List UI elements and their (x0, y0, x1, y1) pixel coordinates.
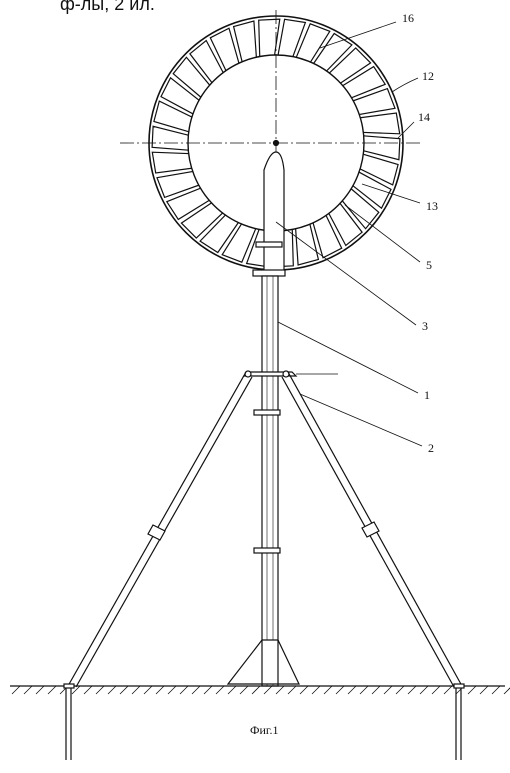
hatch-stroke (419, 685, 429, 695)
hatch-stroke (311, 685, 321, 695)
hatch-stroke (215, 685, 225, 695)
label-1: 1 (424, 388, 430, 402)
hatch-stroke (143, 685, 153, 695)
right-anchor-plate (453, 683, 465, 689)
header-text: ф-лы, 2 ил. (60, 0, 155, 14)
hatch-stroke (131, 685, 141, 695)
figure-caption: Фиг.1 (250, 723, 278, 737)
leader-5 (344, 204, 421, 263)
hub-flange (255, 241, 283, 248)
mast-clamp-2 (253, 547, 281, 554)
hatch-stroke (35, 685, 45, 695)
hatch-stroke (287, 685, 297, 695)
hatch-stroke (179, 685, 189, 695)
left-strut-joint (147, 524, 166, 541)
hatch-stroke (155, 685, 165, 695)
label-16: 16 (402, 11, 414, 25)
hatch-stroke (263, 685, 273, 695)
hatch-stroke (251, 685, 261, 695)
hatch-stroke (11, 685, 21, 695)
strut-pivot-right (282, 370, 290, 378)
hatch-stroke (431, 685, 441, 695)
rotor-blade (357, 112, 401, 135)
hatch-stroke (323, 685, 333, 695)
hub-support-post (263, 151, 285, 273)
hatch-stroke (359, 685, 369, 695)
rotor-blade (258, 18, 281, 60)
leader-2 (299, 393, 423, 447)
label-12: 12 (422, 69, 434, 83)
hatch-stroke (275, 685, 285, 695)
hatch-stroke (467, 685, 477, 695)
leader-12 (391, 77, 419, 93)
hatch-stroke (383, 685, 393, 695)
strut-pivot-left (244, 370, 252, 378)
mast-clamp-1 (253, 409, 281, 416)
hatch-stroke (503, 687, 510, 695)
left-anchor-plate (63, 683, 75, 689)
hatch-stroke (119, 685, 129, 695)
hatch-stroke (167, 685, 177, 695)
struts (67, 370, 463, 688)
label-13: 13 (426, 199, 438, 213)
hatch-stroke (227, 685, 237, 695)
hatch-stroke (407, 685, 417, 695)
hatch-stroke (335, 685, 345, 695)
hatch-stroke (299, 685, 309, 695)
leader-3 (275, 221, 417, 326)
hatch-stroke (107, 685, 117, 695)
leader-13 (361, 183, 421, 204)
hatch-stroke (47, 685, 57, 695)
rotor-blade (151, 151, 195, 174)
hatch-stroke (203, 685, 213, 695)
ground-hatching (11, 685, 510, 695)
hatch-stroke (95, 685, 105, 695)
hatch-stroke (83, 685, 93, 695)
rotor-blades (151, 18, 401, 268)
label-5: 5 (426, 258, 432, 272)
label-2: 2 (428, 441, 434, 455)
hatch-stroke (191, 685, 201, 695)
right-strut-joint (361, 521, 380, 538)
hatch-stroke (395, 685, 405, 695)
hatch-stroke (443, 685, 453, 695)
rotor (120, 10, 420, 277)
mast (226, 275, 300, 687)
hatch-stroke (23, 685, 33, 695)
ground (10, 683, 510, 760)
hatch-stroke (71, 685, 81, 695)
hatch-stroke (371, 685, 381, 695)
mast-base-gusset (226, 639, 300, 685)
hatch-stroke (479, 685, 489, 695)
label-14: 14 (418, 110, 430, 124)
leader-lines (275, 21, 423, 447)
label-3: 3 (422, 319, 428, 333)
mast-tube (261, 275, 279, 687)
leader-14 (397, 121, 415, 139)
leader-1 (277, 321, 419, 394)
hatch-stroke (491, 685, 501, 695)
hatch-stroke (239, 685, 249, 695)
rotor-center-point (272, 139, 280, 147)
mast-top-flange (252, 269, 286, 277)
leader-16 (319, 21, 397, 49)
hatch-stroke (347, 685, 357, 695)
